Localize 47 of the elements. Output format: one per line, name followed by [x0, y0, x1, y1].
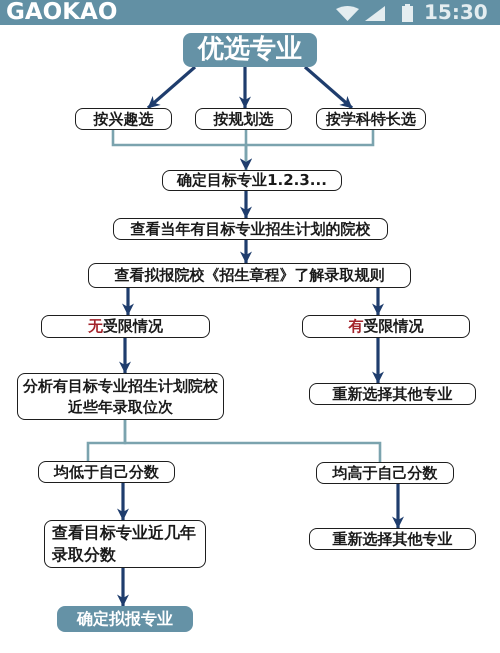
highlight-box	[57, 606, 193, 632]
step-text: 按兴趣选	[94, 108, 154, 130]
process-box	[309, 383, 476, 405]
arrow	[240, 240, 252, 264]
arrow	[240, 130, 374, 170]
process-box	[302, 315, 470, 338]
step-text: 优选专业	[198, 33, 302, 66]
step-text: 无受限情况	[88, 316, 163, 337]
process-box	[41, 315, 210, 338]
step-text: 重新选择其他专业	[332, 384, 452, 404]
arrow	[372, 288, 384, 316]
process-box	[113, 218, 388, 240]
arrow	[119, 338, 131, 374]
process-box	[75, 108, 172, 130]
step-text: 按规划选	[214, 108, 274, 130]
step-text: 确定拟报专业	[77, 608, 173, 630]
step-text: 重新选择其他专业	[332, 528, 452, 550]
arrow	[117, 568, 129, 606]
step-text: 按学科特长选	[326, 108, 416, 130]
step-text: 确定目标专业1.2.3...	[177, 170, 327, 191]
process-box	[195, 108, 292, 130]
process-box	[309, 528, 476, 550]
process-box	[162, 170, 342, 191]
connector-line	[124, 420, 382, 462]
step-text: 均低于自己分数	[54, 462, 159, 482]
highlight-box	[183, 33, 317, 67]
arrow	[304, 66, 354, 110]
process-box	[88, 263, 411, 288]
clock-time: 15:30	[424, 0, 488, 25]
arrow	[240, 191, 252, 218]
app-title: GAOKAO	[6, 0, 118, 25]
arrow	[372, 338, 384, 384]
arrow	[146, 66, 196, 110]
process-box	[316, 462, 454, 484]
step-text: 查看目标专业近几年录取分数	[52, 522, 197, 566]
process-box	[44, 520, 206, 568]
arrow	[122, 288, 134, 316]
step-text: 查看拟报院校《招生章程》了解录取规则	[114, 265, 384, 286]
process-box	[316, 108, 426, 130]
process-box	[38, 461, 175, 483]
arrow	[239, 67, 251, 108]
arrow	[117, 483, 129, 520]
step-text: 均高于自己分数	[332, 462, 438, 484]
step-text: 查看当年有目标专业招生计划的院校	[130, 218, 370, 240]
step-text: 有受限情况	[348, 316, 424, 337]
arrow	[392, 484, 404, 528]
step-text: 分析有目标专业招生计划院校近些年录取位次	[22, 376, 219, 417]
